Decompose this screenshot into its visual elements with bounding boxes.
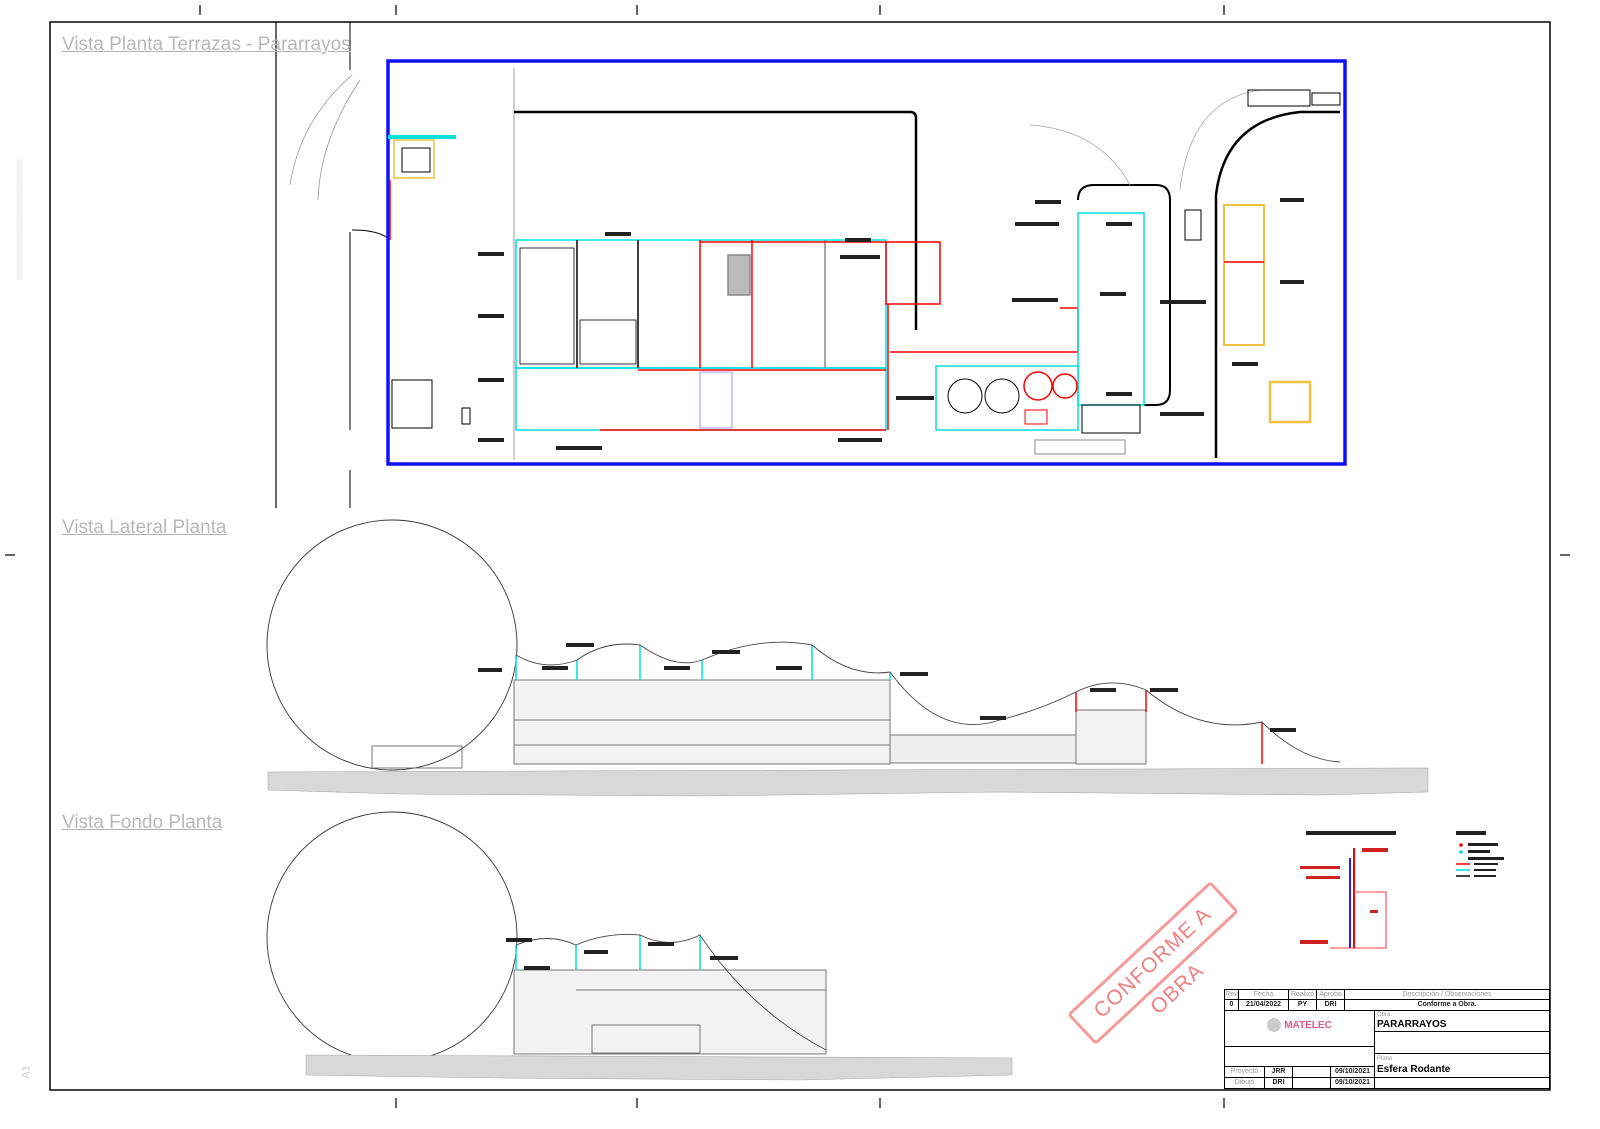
plan-view [275,22,1347,508]
aprobo-value: DRI [1317,1000,1345,1011]
proyecto-by: JRR [1265,1067,1293,1078]
company-logo: MATELEC [1225,1011,1375,1047]
legend [1456,831,1504,877]
proyecto-label: Proyectó [1225,1067,1265,1078]
sheet-frame [49,21,1551,1091]
rolling-sphere-fondo [266,811,518,1063]
aprobo-header: Aprobó [1317,990,1345,1000]
plano-field: Plano Esfera Rodante [1375,1054,1549,1078]
description-header: Descripción / Observaciones [1345,990,1549,1000]
lateral-view [266,519,1429,797]
rolling-sphere-lateral [266,519,518,771]
frame-ticks [5,5,1570,1108]
rev-header: Rev [1225,990,1239,1000]
dibujo-date: 09/10/2021 [1331,1078,1375,1088]
fecha-value: 21/04/2022 [1239,1000,1289,1011]
dibujo-label: Dibujó [1225,1078,1265,1088]
rev-value: 0 [1225,1000,1239,1011]
fecha-header: Fecha [1239,990,1289,1000]
dibujo-by: DRI [1265,1078,1293,1088]
description-value: Conforme a Obra. [1345,1000,1549,1011]
empty-cell [1293,1078,1331,1088]
sub-block [1225,1047,1375,1067]
confidentiality-note: ▒▒▒▒▒▒▒▒▒▒▒▒▒▒▒▒▒▒▒▒▒▒▒▒▒▒▒▒▒▒▒▒▒▒ [17,159,23,280]
logo-text: MATELEC [1284,1020,1332,1031]
lateral-view-title: Vista Lateral Planta [62,517,227,538]
logo-globe-icon [1267,1018,1282,1033]
obra-value: PARARRAYOS [1377,1019,1447,1030]
realizo-header: Realizó [1289,990,1317,1000]
plan-view-title: Vista Planta Terrazas - Pararrayos [62,34,351,55]
proyecto-date: 09/10/2021 [1331,1067,1375,1078]
obra-label: Obra: [1377,1012,1393,1018]
plan-boundary [386,59,1347,466]
plan-annotation-labels [478,198,1304,450]
fondo-view [266,811,1013,1081]
plan-number-row [1375,1078,1549,1088]
empty-cell [1293,1067,1331,1078]
detail-section [1300,831,1396,949]
plano-label: Plano [1377,1056,1393,1062]
obra-field: Obra: PARARRAYOS [1375,1011,1549,1032]
blank-field [1375,1032,1549,1054]
title-block: Rev Fecha Realizó Aprobó Descripción / O… [1224,989,1550,1089]
realizo-value: PY [1289,1000,1317,1011]
sheet-size: A1 [20,1065,33,1079]
plano-value: Esfera Rodante [1377,1064,1451,1075]
fondo-view-title: Vista Fondo Planta [62,812,223,833]
